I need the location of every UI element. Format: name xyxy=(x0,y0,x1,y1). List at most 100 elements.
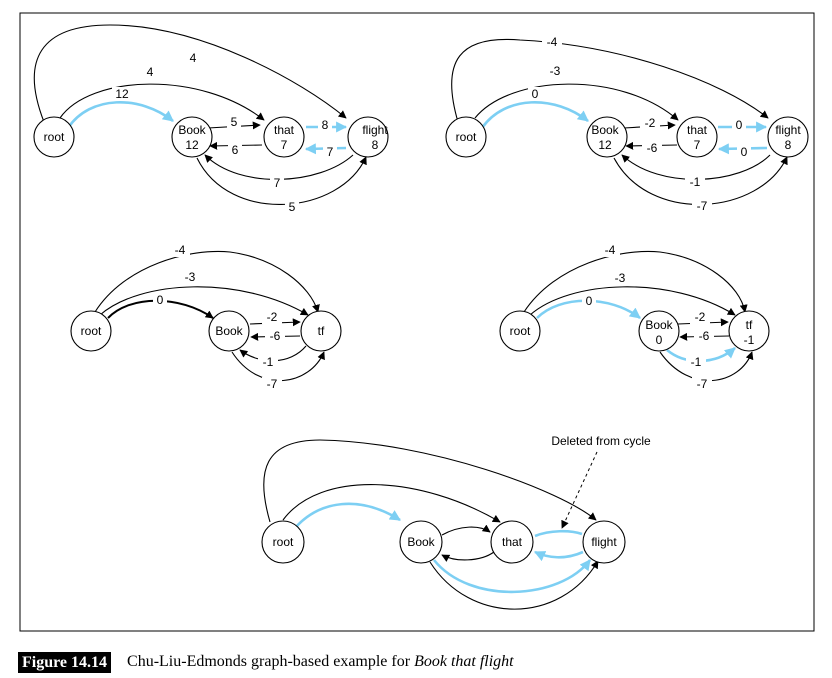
svg-text:Book: Book xyxy=(407,535,435,549)
edge-book-tf-outer xyxy=(659,351,754,382)
edge-label-root-book: 0 xyxy=(582,294,596,308)
edge-label-flight-that: 0 xyxy=(737,145,751,159)
edge-label-tf-book-a: -6 xyxy=(694,329,714,343)
svg-text:8: 8 xyxy=(322,118,329,132)
edge-label-that-flight: 8 xyxy=(318,118,332,132)
annotation-deleted-from-cycle: Deleted from cycle xyxy=(551,434,651,448)
caption-main-text: Chu-Liu-Edmonds graph-based example for xyxy=(127,653,415,670)
edge-root-that xyxy=(282,484,501,523)
node-that: that xyxy=(490,520,534,564)
svg-text:-1: -1 xyxy=(690,175,701,189)
edge-label-root-book: 0 xyxy=(528,87,542,101)
edge-label-root-tf-b: -4 xyxy=(170,243,190,257)
edge-label-flight-book: 7 xyxy=(270,176,284,190)
svg-text:root: root xyxy=(456,130,477,144)
figure-caption: Figure 14.14 Chu-Liu-Edmonds graph-based… xyxy=(18,651,514,673)
svg-text:-1: -1 xyxy=(263,355,274,369)
svg-text:7: 7 xyxy=(327,145,334,159)
edge-root-book xyxy=(294,502,401,529)
svg-text:-3: -3 xyxy=(615,271,626,285)
svg-text:0: 0 xyxy=(656,333,663,347)
svg-text:8: 8 xyxy=(372,138,379,152)
edge-flight-that xyxy=(534,550,584,562)
svg-text:-4: -4 xyxy=(175,243,186,257)
node-flight: flight xyxy=(582,520,626,564)
edge-root-flight xyxy=(263,439,597,523)
svg-text:-2: -2 xyxy=(267,310,278,324)
edge-that-flight-deleted xyxy=(534,529,583,538)
svg-text:-2: -2 xyxy=(645,116,656,130)
node-root: root xyxy=(445,116,487,158)
edge-label-book-flight: -7 xyxy=(692,199,712,213)
edge-label-tf-book-b: -1 xyxy=(258,355,278,369)
edge-label-root-tf-a: -3 xyxy=(610,271,630,285)
svg-text:Book: Book xyxy=(178,123,206,137)
svg-text:-2: -2 xyxy=(695,310,706,324)
figure-diagram: .e { fill: none; stroke: #000; stroke-wi… xyxy=(19,12,815,632)
edge-label-that-flight: 0 xyxy=(732,118,746,132)
edge-root-flight xyxy=(33,24,347,123)
edge-label-flight-book: -1 xyxy=(685,175,705,189)
svg-text:4: 4 xyxy=(147,65,154,79)
svg-text:6: 6 xyxy=(232,143,239,157)
svg-text:12: 12 xyxy=(115,87,129,101)
svg-text:0: 0 xyxy=(741,145,748,159)
svg-text:that: that xyxy=(687,123,708,137)
svg-text:-6: -6 xyxy=(270,329,281,343)
edge-label-root-that: 4 xyxy=(143,65,157,79)
edge-label-book-tf: -2 xyxy=(690,310,710,324)
caption-italic-text: Book that flight xyxy=(414,653,514,670)
svg-text:12: 12 xyxy=(185,138,199,152)
edge-that-book xyxy=(441,551,495,562)
svg-text:-4: -4 xyxy=(605,243,616,257)
svg-text:that: that xyxy=(502,535,523,549)
figure-border xyxy=(19,12,815,632)
svg-text:-7: -7 xyxy=(697,199,708,213)
svg-text:Book: Book xyxy=(215,324,243,338)
edge-label-book-that: -2 xyxy=(640,116,660,130)
edge-book-that xyxy=(441,524,491,536)
edge-book-tf-outer xyxy=(231,351,325,382)
svg-text:4: 4 xyxy=(190,51,197,65)
node-root: root xyxy=(499,310,541,352)
edge-label-root-flight: -4 xyxy=(542,35,562,49)
panel-5-graph: Deleted from cycle root Book that flight xyxy=(261,434,651,610)
svg-text:0: 0 xyxy=(532,87,539,101)
svg-text:0: 0 xyxy=(586,294,593,308)
edge-label-root-tf-a: -3 xyxy=(180,270,200,284)
svg-text:5: 5 xyxy=(231,115,238,129)
svg-text:flight: flight xyxy=(591,535,617,549)
svg-text:root: root xyxy=(273,535,294,549)
svg-text:that: that xyxy=(274,123,295,137)
svg-text:-3: -3 xyxy=(185,270,196,284)
edge-label-book-flight: 5 xyxy=(285,200,299,214)
svg-text:-6: -6 xyxy=(699,329,710,343)
node-book: Book xyxy=(399,520,443,564)
edge-root-book xyxy=(66,101,174,129)
svg-text:root: root xyxy=(44,130,65,144)
svg-text:-3: -3 xyxy=(550,64,561,78)
svg-text:-7: -7 xyxy=(267,377,278,391)
edge-root-that xyxy=(59,83,265,121)
svg-text:Book: Book xyxy=(645,318,673,332)
svg-text:7: 7 xyxy=(274,176,281,190)
edge-label-root-flight: 4 xyxy=(186,51,200,65)
edge-label-root-tf-b: -4 xyxy=(600,243,620,257)
node-root: root xyxy=(33,116,75,158)
svg-text:7: 7 xyxy=(281,138,288,152)
edge-label-flight-that: 7 xyxy=(323,145,337,159)
svg-text:-7: -7 xyxy=(697,377,708,391)
annotation-pointer xyxy=(561,451,598,529)
svg-text:tf: tf xyxy=(318,324,325,338)
edge-root-that xyxy=(474,83,679,121)
svg-text:flight: flight xyxy=(362,123,388,137)
edge-root-flight xyxy=(451,38,769,123)
svg-text:root: root xyxy=(510,324,531,338)
edge-book-flight xyxy=(196,156,367,205)
